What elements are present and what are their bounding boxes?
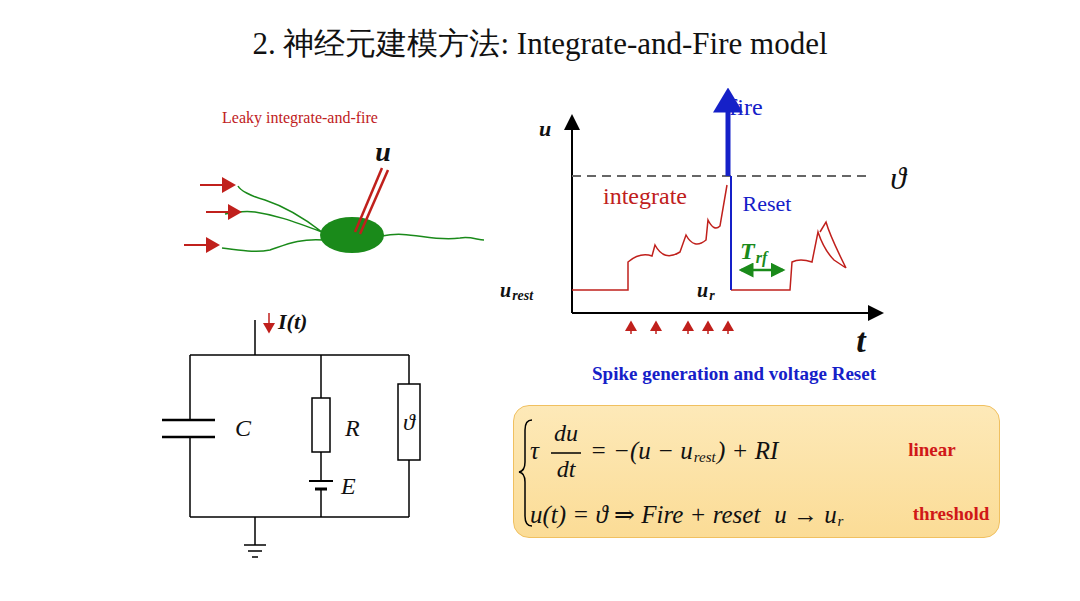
battery-label: E: [341, 474, 356, 498]
title: 2. 神经元建模方法: Integrate-and-Fire model: [252, 28, 827, 59]
period-label: T: [740, 239, 755, 263]
subscript: rest: [694, 450, 716, 465]
threshold-label: ϑ: [890, 162, 906, 194]
axis-label: t: [856, 324, 865, 358]
equation-text: dt: [557, 457, 576, 481]
caption-label: Spike generation and voltage Reset: [592, 364, 876, 383]
neuron: [184, 168, 484, 253]
axis-label: u: [500, 280, 511, 300]
equation-text: u → u: [774, 502, 837, 527]
axis-label: u: [697, 280, 708, 300]
phase-label: integrate: [603, 184, 687, 208]
subscript: r: [709, 289, 714, 303]
current-arrow: [268, 313, 270, 332]
tag-label: threshold: [913, 504, 990, 523]
equation-text: = −(u − u: [590, 438, 693, 463]
current-label: I(t): [278, 311, 307, 333]
equation-text: u(t) = ϑ ⇒ Fire + reset: [530, 502, 760, 527]
subscript: r: [838, 514, 844, 529]
capacitor-label: C: [235, 416, 251, 440]
resistor-label: R: [345, 416, 360, 440]
equation-box: τdu dt = −(u − urest) + RI linear u(t) = ϑ ⇒…: [513, 405, 1000, 538]
equation-text: du: [554, 421, 578, 445]
equation-text: τ: [530, 438, 539, 463]
equation-text: ) + RI: [717, 438, 778, 463]
caption-label: Leaky integrate-and-fire: [222, 110, 378, 126]
threshold-element-label: ϑ: [403, 410, 415, 434]
event-label: fire: [729, 95, 762, 119]
voltage-graph: [572, 100, 880, 334]
subscript: rf: [756, 250, 768, 266]
variable-label: u: [375, 138, 391, 166]
subscript: rest: [512, 289, 533, 303]
tag-label: linear: [908, 440, 956, 459]
rc-circuit: [162, 320, 420, 557]
axis-label: u: [539, 118, 551, 140]
phase-label: Reset: [743, 193, 792, 215]
